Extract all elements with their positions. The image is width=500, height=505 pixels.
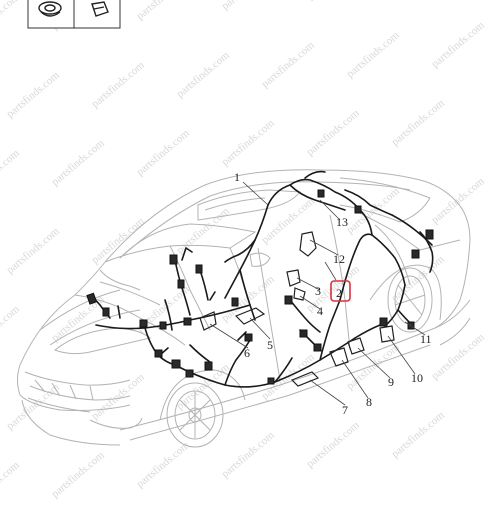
watermark-text: partsfinds.com: [304, 419, 362, 470]
watermark-text: partsfinds.com: [49, 137, 107, 188]
watermark-text: partsfinds.com: [4, 381, 62, 432]
watermark-text: partsfinds.com: [259, 39, 317, 90]
watermark-text: partsfinds.com: [134, 0, 192, 22]
watermark-text: partsfinds.com: [219, 117, 277, 168]
clip-icon-a: [38, 1, 62, 17]
part-brackets: [199, 231, 395, 387]
watermark-text: partsfinds.com: [304, 107, 362, 158]
watermark-text: partsfinds.com: [389, 253, 447, 304]
watermark-text: partsfinds.com: [429, 175, 487, 226]
watermark-text: partsfinds.com: [134, 127, 192, 178]
watermark-text: partsfinds.com: [4, 225, 62, 276]
callout-6: 6: [244, 346, 250, 360]
watermark-text: partsfinds.com: [134, 439, 192, 490]
watermark-text: partsfinds.com: [389, 409, 447, 460]
part-10-clip: [379, 325, 395, 343]
watermark-text: partsfinds.com: [259, 195, 317, 246]
callout-2-highlight: [330, 280, 351, 302]
callout-4: 4: [317, 304, 323, 318]
watermark-text: partsfinds.com: [389, 97, 447, 148]
callout-2: 2: [336, 286, 342, 300]
part-5-plate: [234, 307, 266, 325]
callout-labels: 1 2 3 4 5 6 7 8 9 10 11 12 13: [234, 170, 432, 417]
callout-1: 1: [234, 170, 240, 184]
wiring-harness: [91, 170, 434, 388]
watermark-text: partsfinds.com: [49, 449, 107, 500]
watermark-text: partsfinds.com: [304, 0, 362, 2]
part-3-bracket: [286, 269, 301, 287]
leader-lines: [209, 181, 426, 406]
watermark-text: partsfinds.com: [429, 19, 487, 70]
watermark-text: partsfinds.com: [174, 205, 232, 256]
clip-icon-b: [91, 1, 109, 17]
callout-10: 10: [411, 371, 423, 385]
callout-8: 8: [366, 395, 372, 409]
watermark-text: partsfinds.com: [0, 303, 22, 354]
part-6-bracket: [199, 311, 217, 331]
watermark-text: partsfinds.com: [0, 459, 22, 500]
part-7-clip: [290, 371, 320, 387]
watermark-text: partsfinds.com: [304, 263, 362, 314]
callout-11: 11: [420, 332, 432, 346]
watermark-text: partsfinds.com: [0, 0, 22, 42]
watermark-text: partsfinds.com: [429, 331, 487, 382]
part-4-clip: [293, 287, 306, 301]
part-8-clip: [329, 347, 349, 367]
part-9-clip: [347, 337, 365, 355]
part-12-bracket: [299, 231, 317, 257]
watermark-text: partsfinds.com: [219, 0, 277, 12]
callout-12: 12: [333, 252, 345, 266]
watermark-text: partsfinds.com: [4, 69, 62, 120]
watermark-text: partsfinds.com: [89, 59, 147, 110]
callout-7: 7: [342, 403, 348, 417]
watermark-text: partsfinds.com: [89, 371, 147, 422]
car-outline: [17, 169, 471, 448]
callout-5: 5: [267, 338, 273, 352]
connectors: [86, 189, 434, 385]
watermark-text: partsfinds.com: [89, 215, 147, 266]
watermark-text: partsfinds.com: [219, 429, 277, 480]
watermark-text: partsfinds.com: [344, 29, 402, 80]
callout-13: 13: [336, 215, 348, 229]
watermark-text: partsfinds.com: [174, 49, 232, 100]
callout-3: 3: [315, 284, 321, 298]
callout-9: 9: [388, 375, 394, 389]
watermark-text: partsfinds.com: [0, 147, 22, 198]
